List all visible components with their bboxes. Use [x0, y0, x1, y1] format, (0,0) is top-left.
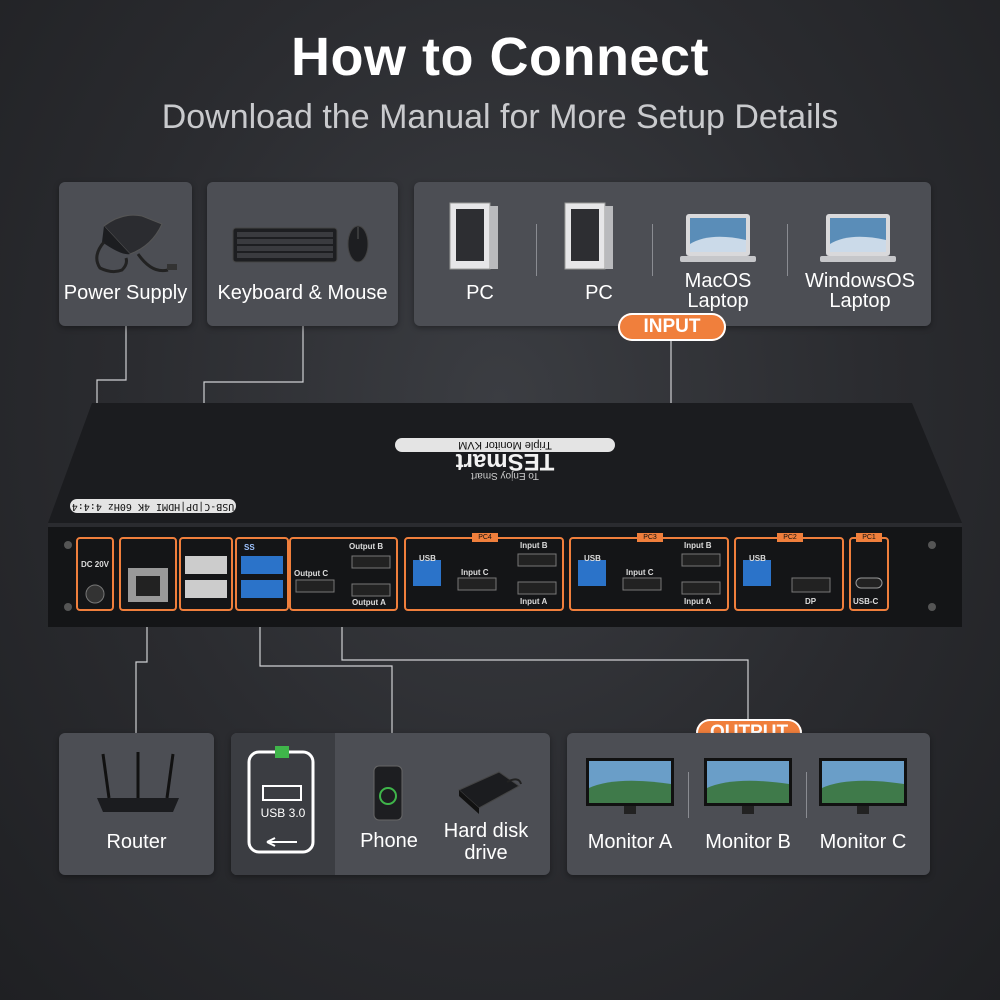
port-label-output-a: Output A: [352, 598, 386, 607]
port-label-input-c: Input C: [626, 568, 654, 577]
page-subtitle: Download the Manual for More Setup Detai…: [161, 98, 839, 136]
page-title: How to Connect: [291, 27, 709, 87]
separator: [652, 224, 653, 276]
input-label-macos-laptop: MacOS Laptop: [684, 270, 752, 312]
monitor-a-label: Monitor A: [587, 831, 673, 853]
hard-disk-label: Hard disk drive: [443, 820, 529, 864]
port-label-input-a: Input A: [684, 597, 712, 606]
monitor-c-label: Monitor C: [819, 831, 907, 853]
mouse-icon: [347, 225, 369, 263]
phone-label: Phone: [360, 830, 418, 852]
monitor-icon: [819, 758, 907, 814]
input-badge: INPUT: [618, 313, 726, 341]
port-label-output-c: Output C: [294, 569, 329, 578]
usb-port-icon: [247, 746, 315, 854]
keyboard-mouse-label: Keyboard & Mouse: [217, 282, 388, 304]
usb-version-label: USB 3.0: [260, 806, 306, 820]
power-supply-label: Power Supply: [63, 282, 188, 304]
phone-icon: [373, 765, 403, 821]
router-icon: [97, 752, 179, 812]
port-label-usb: USB: [584, 554, 601, 563]
port-label-input-c: Input C: [461, 568, 489, 577]
pc-group-1-tag: PC4: [472, 533, 498, 542]
input-label-pc-1: PC: [466, 282, 494, 304]
pc-group-4-tag: PC1: [856, 533, 882, 542]
input-label-windowsos-laptop: WindowsOS Laptop: [804, 270, 916, 312]
port-label-input-b: Input B: [520, 541, 548, 550]
monitor-b-label: Monitor B: [705, 831, 791, 853]
monitor-icon: [704, 758, 792, 814]
port-label-dc: DC 20V: [80, 560, 109, 569]
input-label-pc-2: PC: [585, 282, 613, 304]
pc-tower-icon: [564, 202, 613, 270]
separator: [806, 772, 807, 818]
port-label-usb3: SS: [244, 543, 255, 552]
port-label-dp: DP: [805, 597, 817, 606]
kvm-model: Triple Monitor KVM: [395, 438, 615, 452]
kvm-port-panel: [76, 537, 889, 611]
port-label-output-b: Output B: [349, 542, 384, 551]
monitor-icon: [586, 758, 674, 814]
separator: [787, 224, 788, 276]
port-label-input-b: Input B: [684, 541, 712, 550]
power-adapter-icon: [95, 214, 177, 274]
port-label-usb: USB: [749, 554, 766, 563]
pc-group-2-tag: PC3: [637, 533, 663, 542]
router-label: Router: [106, 831, 167, 853]
kvm-tagline: To Enjoy Smart: [471, 470, 539, 481]
port-label-usb: USB: [419, 554, 436, 563]
laptop-icon: [820, 214, 896, 262]
laptop-icon: [680, 214, 756, 262]
separator: [536, 224, 537, 276]
pc-tower-icon: [449, 202, 498, 270]
kvm-spec-label: USB-C|DP|HDMI 4K 60Hz 4:4:4: [70, 499, 236, 513]
separator: [688, 772, 689, 818]
keyboard-icon: [232, 227, 338, 263]
pc-group-3-tag: PC2: [777, 533, 803, 542]
hard-disk-icon: [458, 771, 522, 814]
port-label-usbc: USB-C: [853, 597, 879, 606]
port-label-input-a: Input A: [520, 597, 548, 606]
